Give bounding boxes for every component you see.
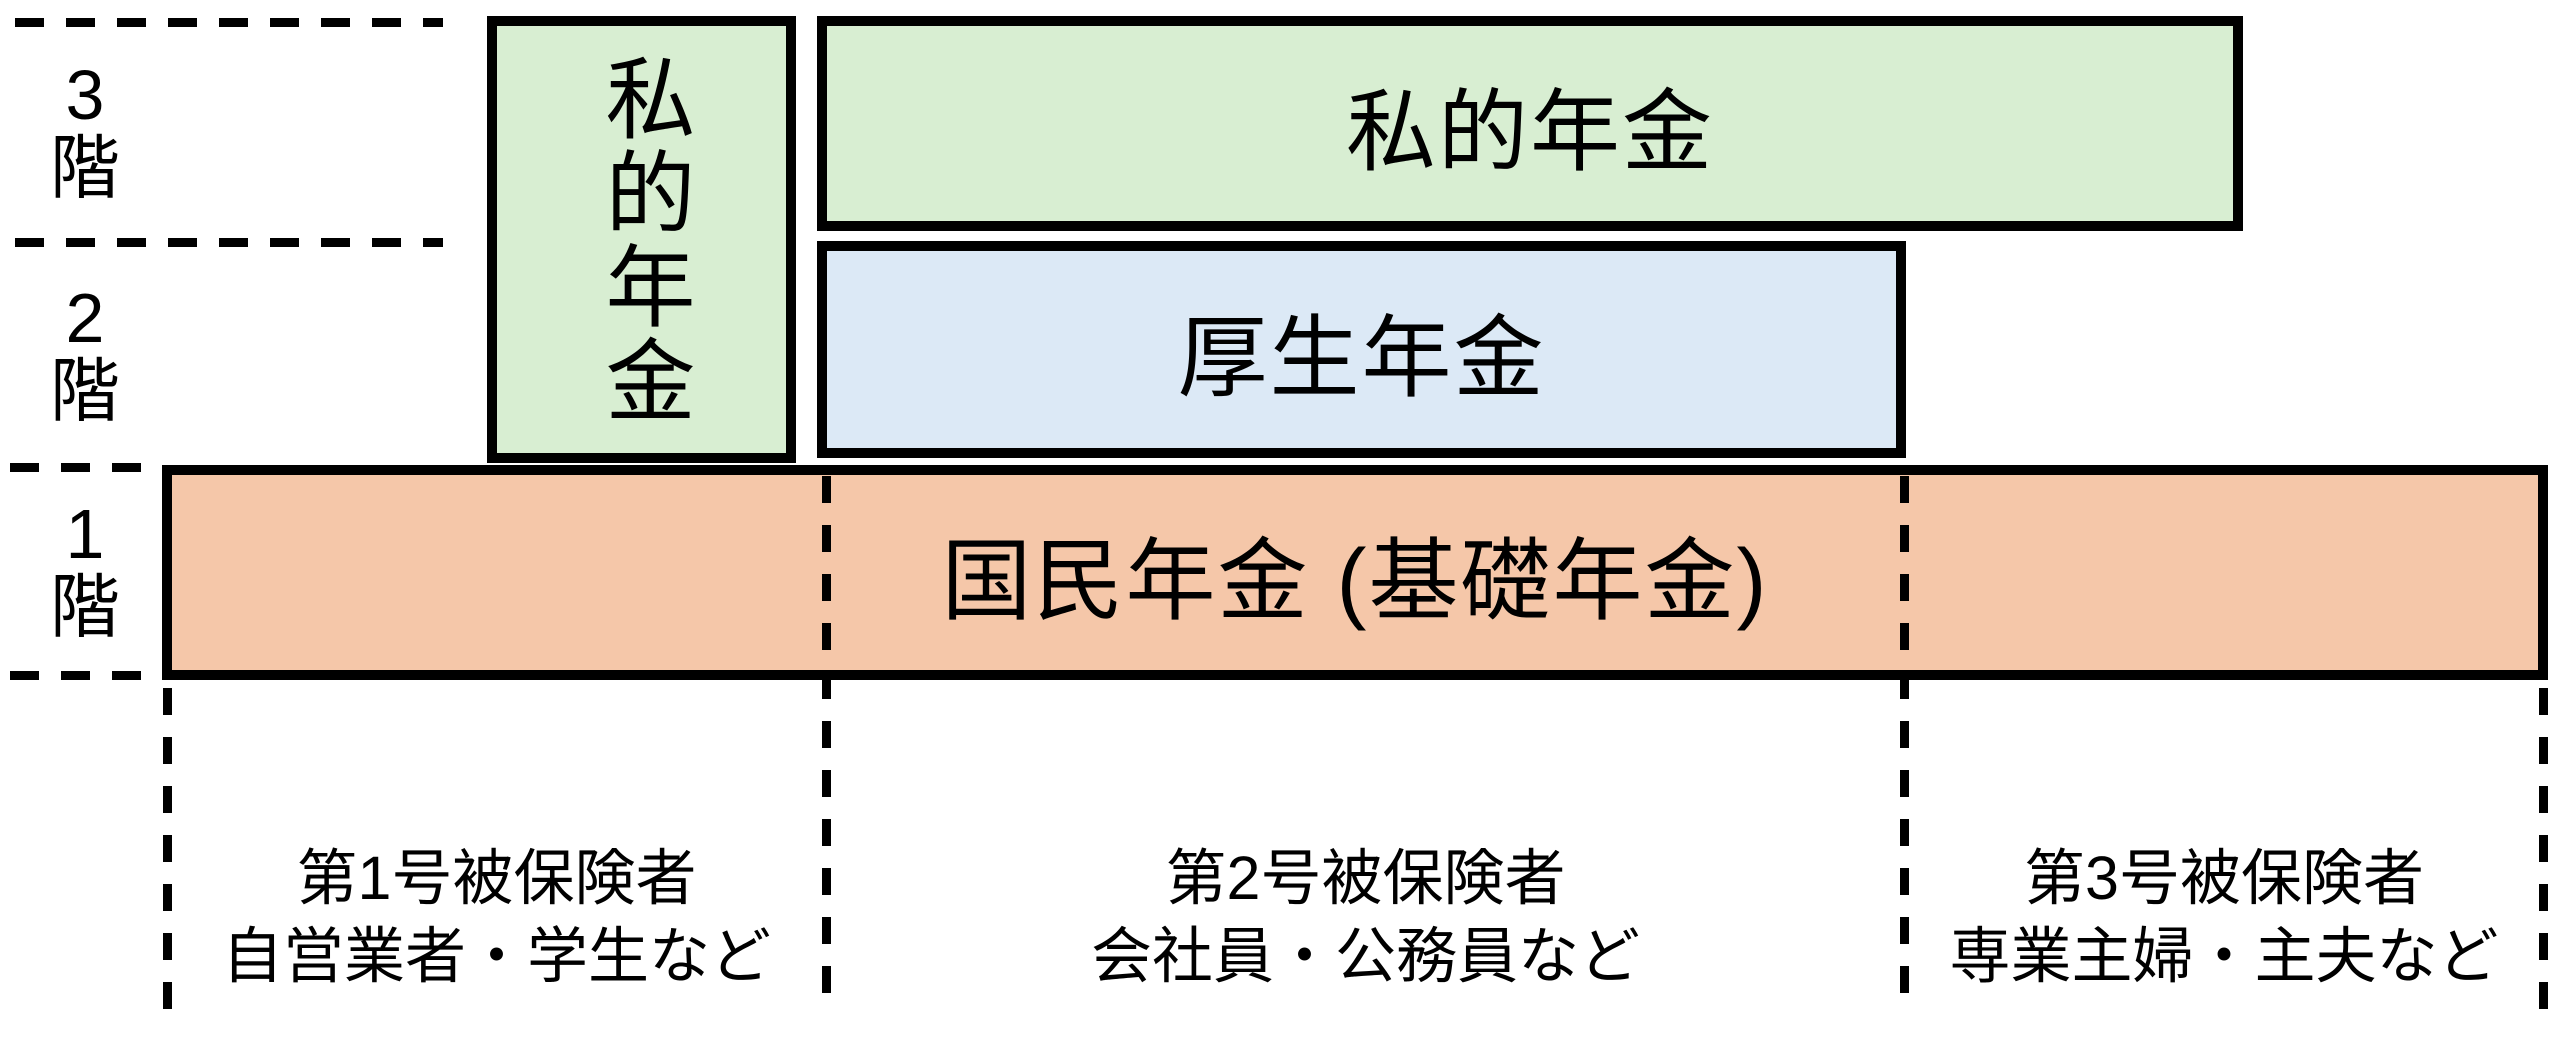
insured-category-1-title: 第1号被保険者 xyxy=(296,843,697,912)
kosei-pension-box: 厚生年金 xyxy=(817,241,1906,458)
floor-divider-line-3f-2f xyxy=(15,238,443,247)
floor-divider-line-top xyxy=(15,18,443,27)
insured-category-1-subtitle: 自営業者・学生など xyxy=(221,922,771,990)
floor-2-kanji: 階 xyxy=(50,351,120,430)
category-divider-2-3 xyxy=(1900,476,1909,1010)
private-pension-box-vertical: 私的年金 xyxy=(487,16,796,463)
floor-3-number: 3 xyxy=(65,56,105,135)
insured-category-2-title: 第2号被保険者 xyxy=(1165,843,1566,912)
insured-category-3-subtitle: 専業主婦・主夫など xyxy=(1949,922,2499,990)
insured-category-3: 第3号被保険者 専業主婦・主夫など xyxy=(1909,812,2539,1022)
insured-category-2: 第2号被保険者 会社員・公務員など xyxy=(831,812,1900,1022)
floor-label-3: 3 階 xyxy=(10,26,160,238)
kokumin-pension-box: 国民年金 (基礎年金) xyxy=(162,465,2548,680)
private-pension-box: 私的年金 xyxy=(817,16,2243,231)
floor-divider-line-bottom xyxy=(10,671,158,680)
floor-label-2: 2 階 xyxy=(10,246,160,463)
insured-category-1: 第1号被保険者 自営業者・学生など xyxy=(171,812,822,1022)
insured-category-3-title: 第3号被保険者 xyxy=(2024,843,2424,912)
floor-1-number: 1 xyxy=(65,495,105,574)
floor-3-kanji: 階 xyxy=(50,129,120,207)
floor-divider-line-2f-1f xyxy=(10,463,158,472)
category-divider-1-2 xyxy=(822,476,831,1010)
category-divider-right xyxy=(2539,688,2548,1010)
category-divider-left xyxy=(163,688,172,1010)
floor-1-kanji: 階 xyxy=(50,568,120,646)
insured-category-2-subtitle: 会社員・公務員など xyxy=(1090,922,1640,990)
floor-label-1: 1 階 xyxy=(10,471,160,671)
floor-2-number: 2 xyxy=(65,278,105,357)
